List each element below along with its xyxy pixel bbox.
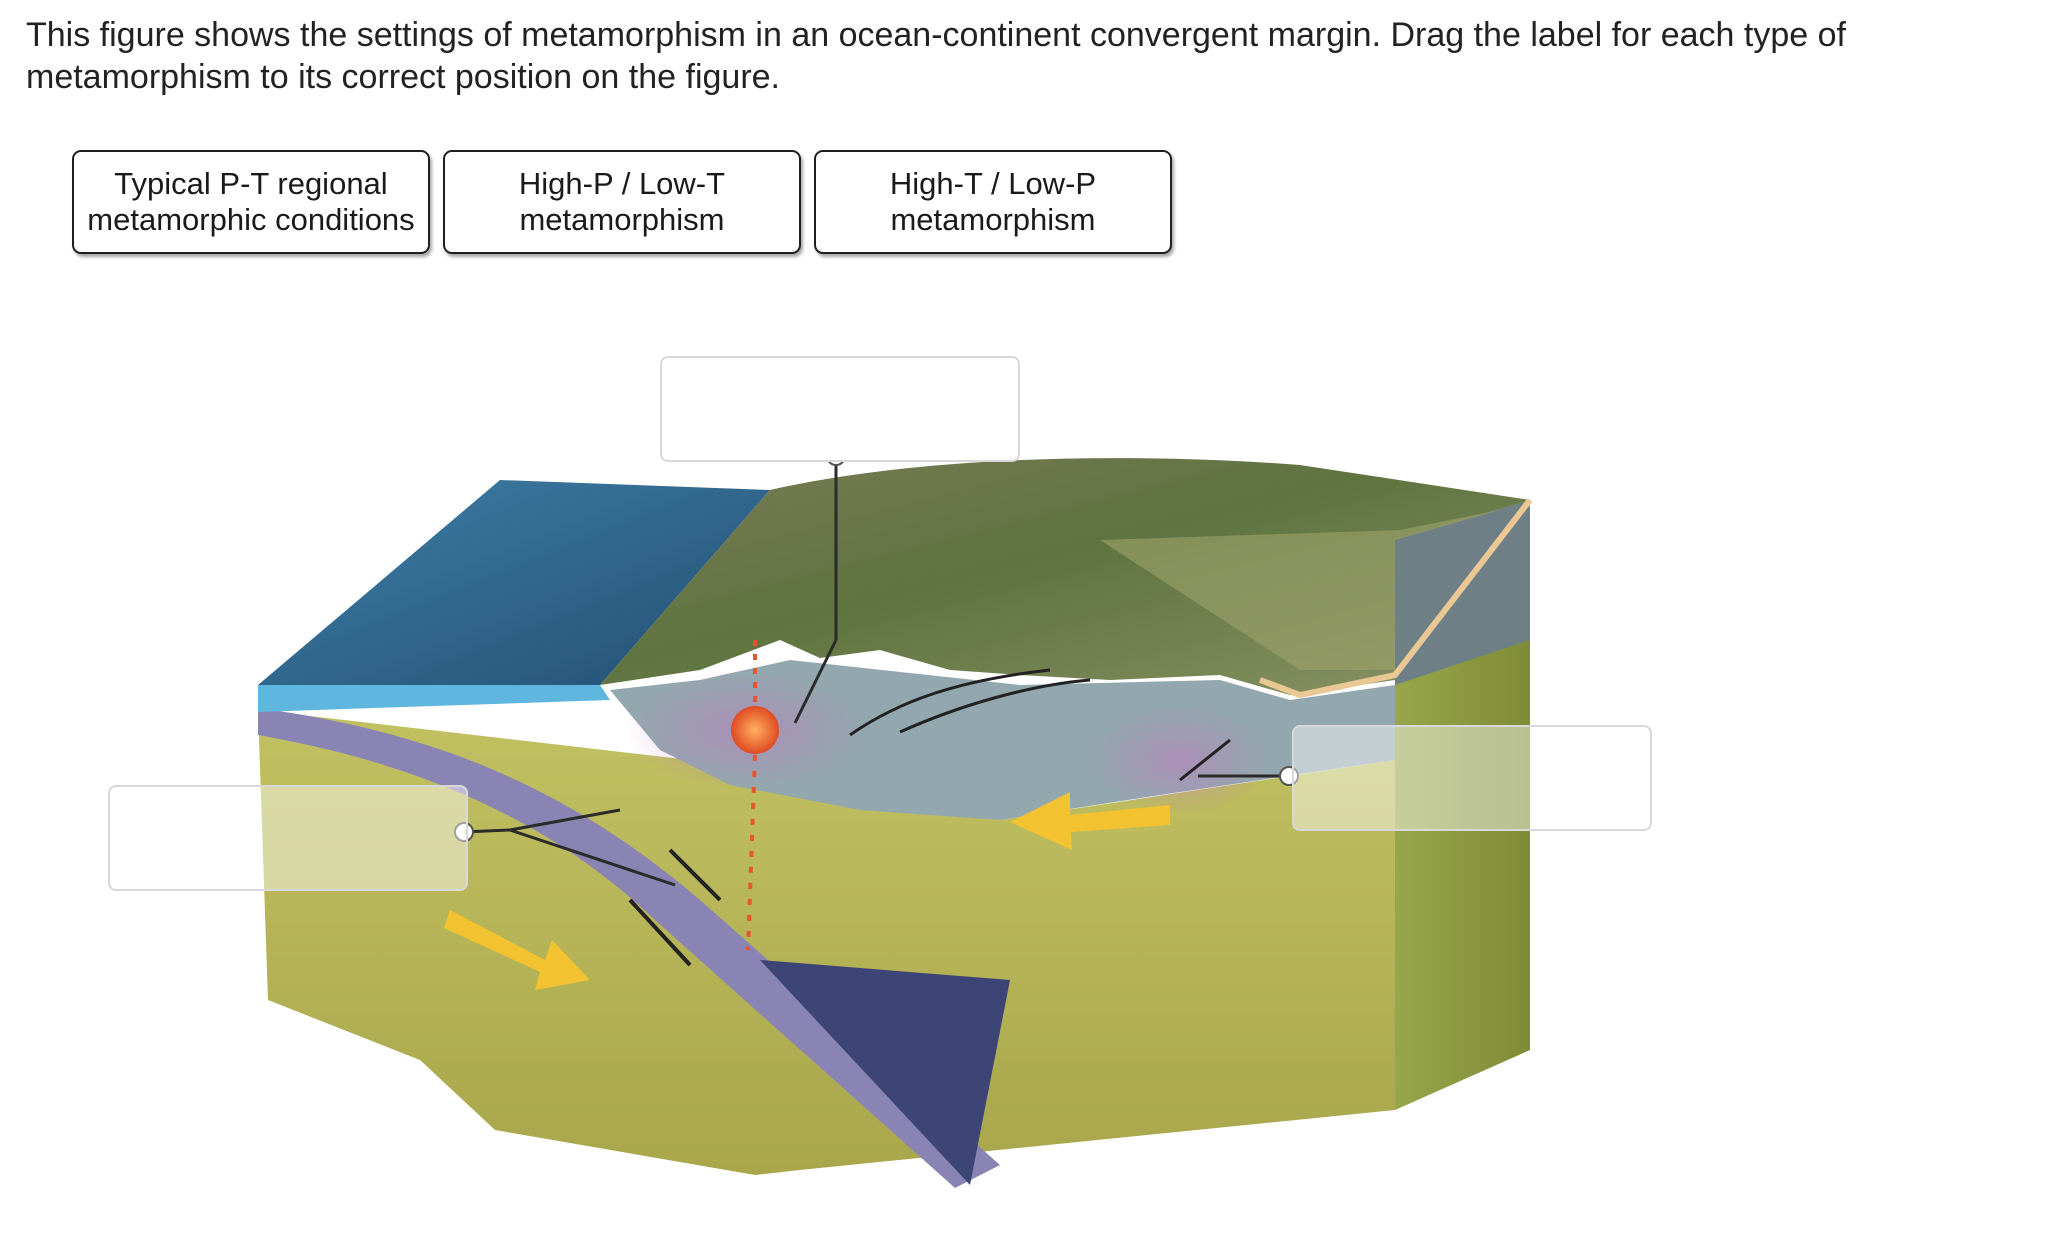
block-diagram — [258, 446, 1533, 1188]
subducting-slab — [258, 708, 1000, 1188]
label-line: High-T / Low-P — [889, 166, 1097, 201]
convergent-margin-figure — [0, 340, 2046, 1235]
thrust-fault — [849, 668, 1051, 737]
plain-surface — [1100, 510, 1500, 670]
leader-line — [509, 808, 621, 832]
label-high-p-low-t[interactable]: High-P / Low-T metamorphism — [443, 150, 801, 254]
label-line: metamorphism — [890, 202, 1096, 237]
plate-motion-arrow — [1010, 792, 1170, 850]
drop-zone-left[interactable] — [108, 785, 468, 891]
plate-motion-arrow — [444, 910, 590, 990]
label-typical-pt-regional[interactable]: Typical P-T regional metamorphic conditi… — [72, 150, 430, 254]
shear-arrow — [668, 848, 722, 902]
slab-deep-section — [760, 960, 1010, 1185]
drop-zone-right[interactable] — [1292, 725, 1652, 831]
label-line: metamorphism — [519, 202, 725, 237]
thrust-fault — [1179, 738, 1231, 782]
magma-dike — [746, 754, 757, 951]
label-high-t-low-p[interactable]: High-T / Low-P metamorphism — [814, 150, 1172, 254]
ocean-surface — [258, 480, 770, 685]
label-line: High-P / Low-T — [518, 166, 726, 201]
ocean-edge — [258, 685, 610, 712]
drop-zone-top[interactable] — [660, 356, 1020, 462]
leader-line — [793, 639, 838, 724]
anchor-dot — [454, 822, 474, 842]
instructions-text: This figure shows the settings of metamo… — [26, 16, 1846, 96]
leader-line — [509, 828, 676, 887]
thrust-fault — [899, 678, 1091, 734]
label-line: Typical P-T regional — [114, 166, 388, 201]
label-line: metamorphic conditions — [87, 202, 415, 237]
surface-rim — [1258, 498, 1533, 699]
magma-pluton — [731, 706, 779, 754]
shear-arrow — [628, 898, 692, 967]
regional-zone — [1090, 705, 1270, 815]
